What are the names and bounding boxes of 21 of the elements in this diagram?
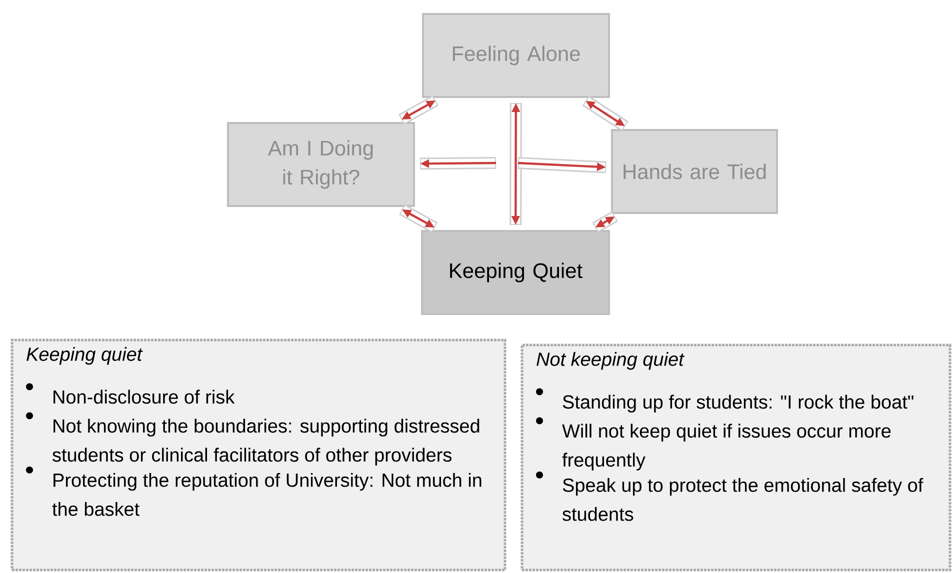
arrow xyxy=(398,95,439,125)
bullet-item: Protecting the reputation of University: Not much in the basket xyxy=(26,466,482,516)
panel-heading: Not keeping quiet xyxy=(536,352,684,370)
bullet-item: Non-disclosure of risk xyxy=(26,383,235,404)
arrow xyxy=(399,204,438,233)
bullet-item: Speak up to protect the emotional safety of students xyxy=(536,471,924,521)
arrow xyxy=(582,96,628,132)
text-panel xyxy=(520,344,952,572)
text-panel xyxy=(10,338,506,572)
concept-box: Am I Doing it Right? xyxy=(227,122,415,207)
concept-box: Hands are Tied xyxy=(611,129,778,214)
bullet-item: Will not keep quiet if issues occur more frequently xyxy=(536,417,891,470)
arrow xyxy=(420,157,496,170)
arrow xyxy=(518,157,606,174)
arrow xyxy=(510,102,522,226)
concept-box: Feeling Alone xyxy=(422,13,610,98)
bullet-item: Standing up for students: "I rock the boat" xyxy=(536,388,914,412)
concept-box: Keeping Quiet xyxy=(421,230,610,315)
panel-heading: Keeping quiet xyxy=(26,347,143,365)
bullet-item: Not knowing the boundaries: supporting distressed students or clinical facilitators of other providers xyxy=(26,412,480,466)
arrow xyxy=(592,211,618,233)
